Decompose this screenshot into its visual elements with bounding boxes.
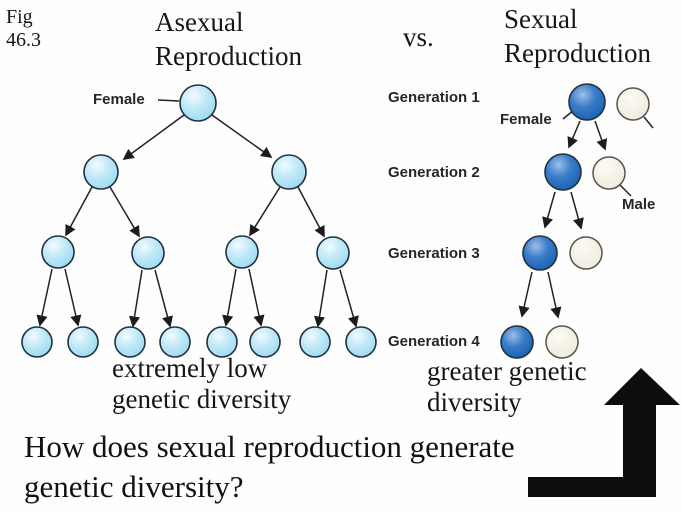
asexual-offspring-circle <box>114 326 146 358</box>
generation-4-label: Generation 4 <box>388 333 480 350</box>
asexual-offspring-circle <box>159 326 191 358</box>
male-circle-gen1 <box>616 87 650 121</box>
female-circle-gen1 <box>568 83 606 121</box>
figure-number-line1: Fig <box>6 6 33 28</box>
male-leader-line <box>619 184 632 197</box>
next-arrow-icon[interactable] <box>528 368 680 497</box>
asexual-offspring-circle <box>249 326 281 358</box>
male-circle-gen4 <box>545 325 579 359</box>
sexual-tree-circles <box>500 83 650 359</box>
sexual-tree-arrows <box>518 109 654 319</box>
asexual-offspring-circle <box>41 235 75 269</box>
vs-label: vs. <box>403 22 434 52</box>
generation-3-label: Generation 3 <box>388 245 480 262</box>
question-text: How does sexual reproduction generate ge… <box>24 429 515 504</box>
sexual-male-label: Male <box>622 196 656 213</box>
asexual-caption: extremely low genetic diversity <box>112 353 292 414</box>
male-gen1-leader-line <box>643 116 654 129</box>
male-circle-gen2 <box>592 156 626 190</box>
male-circle-gen3 <box>569 236 603 270</box>
asexual-offspring-circle <box>83 154 119 190</box>
asexual-offspring-circle <box>206 326 238 358</box>
female-leader-line <box>157 99 180 102</box>
generation-2-label: Generation 2 <box>388 164 480 181</box>
asexual-offspring-circle <box>345 326 377 358</box>
sexual-caption: greater genetic diversity <box>427 356 587 417</box>
asexual-female-label: Female <box>93 91 145 108</box>
asexual-title: Asexual Reproduction <box>155 7 302 71</box>
asexual-female-circle <box>179 84 217 122</box>
asexual-tree-arrows <box>36 99 359 328</box>
asexual-offspring-circle <box>225 235 259 269</box>
figure-number-line2: 46.3 <box>6 29 41 51</box>
sexual-female-label: Female <box>500 111 552 128</box>
asexual-offspring-circle <box>21 326 53 358</box>
generation-1-label: Generation 1 <box>388 89 480 106</box>
asexual-tree-circles <box>21 84 377 358</box>
sexual-title: Sexual Reproduction <box>504 4 651 68</box>
asexual-offspring-circle <box>299 326 331 358</box>
female-circle-gen3 <box>522 235 558 271</box>
female-circle-gen2 <box>544 153 582 191</box>
asexual-offspring-circle <box>131 236 165 270</box>
asexual-offspring-circle <box>271 154 307 190</box>
asexual-offspring-circle <box>67 326 99 358</box>
figure-number: Fig 46.3 <box>6 6 41 52</box>
female-circle-gen4 <box>500 325 534 359</box>
asexual-offspring-circle <box>316 236 350 270</box>
